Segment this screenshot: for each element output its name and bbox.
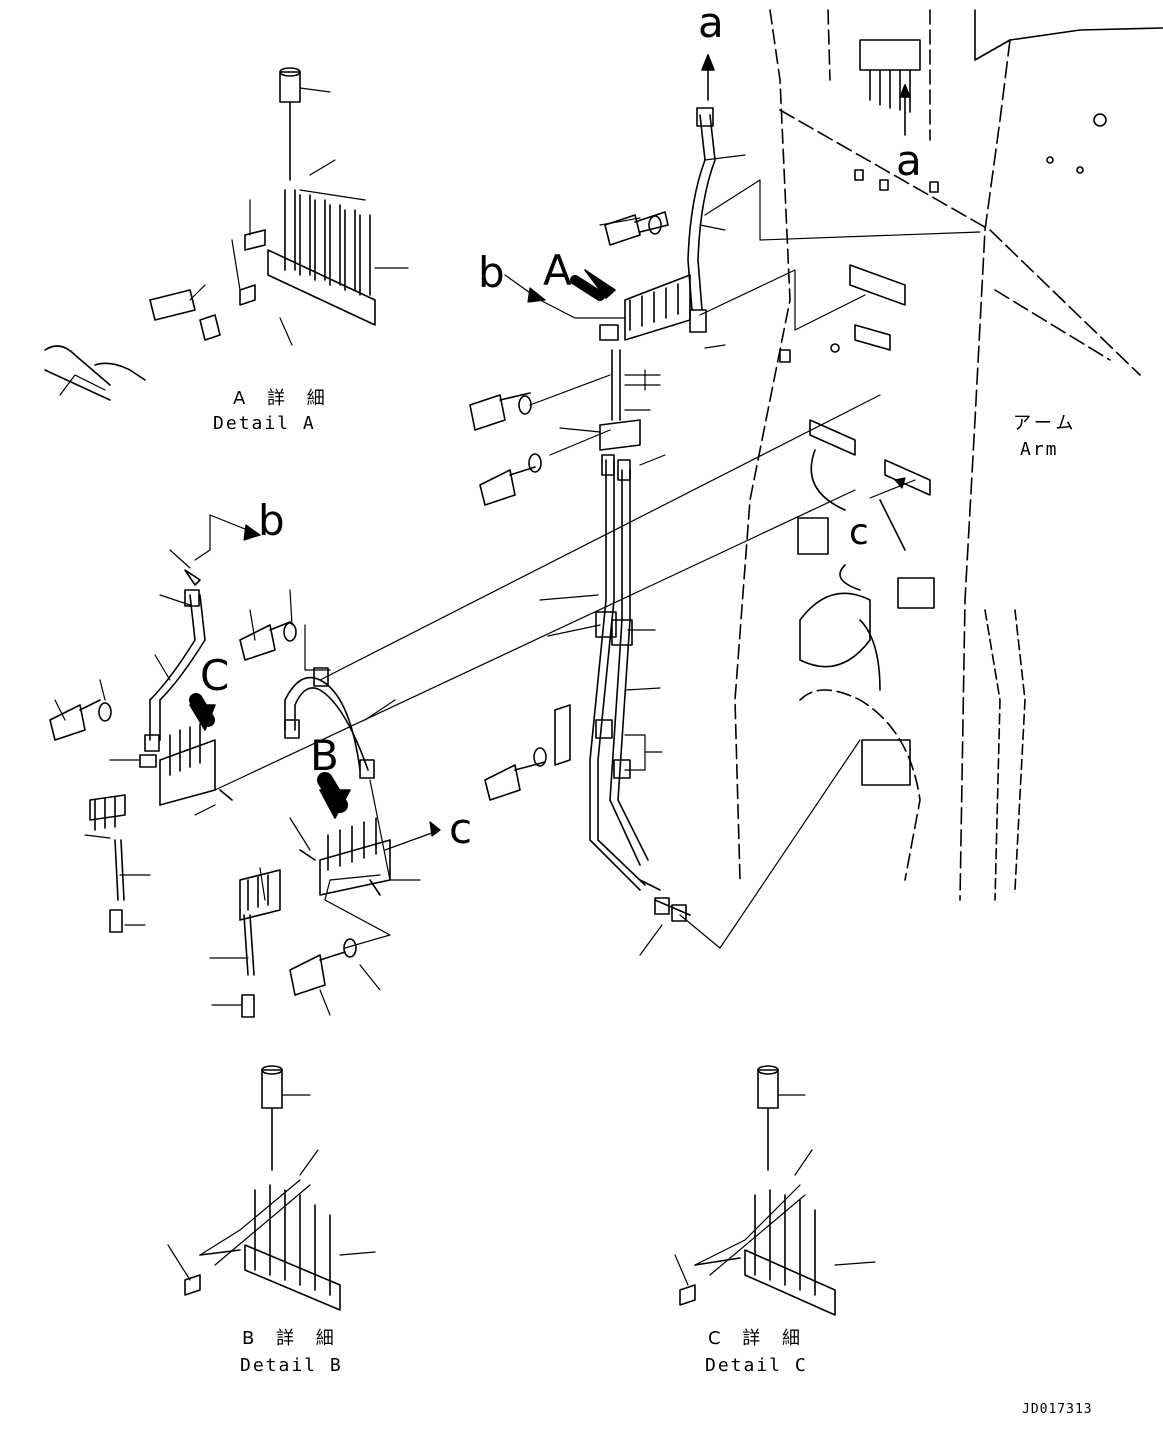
callout-a-right: a [896, 136, 922, 185]
detail-b-title-en: Detail B [240, 1355, 343, 1376]
detail-c-title-jp: C 詳 細 [708, 1328, 809, 1349]
main-hose-a [688, 55, 715, 332]
detail-b-drawing [185, 1066, 340, 1310]
view-arrow-label-c: C [200, 651, 230, 700]
lower-left-parts [240, 870, 356, 1017]
left-hose-c [145, 570, 205, 751]
callout-b-top: b [478, 248, 505, 297]
detail-b-title-jp: B 詳 細 [242, 1328, 342, 1349]
callout-c-arm: c [849, 512, 869, 553]
view-arrow-label-b: B [310, 731, 339, 780]
callout-c-mid: c [449, 804, 473, 853]
arm-outline [735, 10, 1163, 900]
left-distributor-c [140, 700, 232, 805]
leader-lines [55, 88, 980, 1285]
drawing-code: JD017313 [1022, 1402, 1093, 1417]
detail-a-title-jp: A 詳 細 [233, 388, 333, 409]
center-bolts [470, 212, 668, 800]
detail-a-drawing [45, 68, 375, 400]
detail-a-title-en: Detail A [213, 413, 316, 434]
arm-brackets [798, 265, 934, 785]
upper-distributor-small [860, 40, 920, 135]
distributor-a-main [575, 270, 690, 340]
center-tubes [590, 350, 690, 921]
arm-label-en: Arm [1020, 439, 1059, 460]
detail-c-drawing [680, 1066, 835, 1315]
callout-a-top: a [698, 0, 724, 47]
detail-c-title-en: Detail C [705, 1355, 808, 1376]
left-small-parts [50, 622, 296, 932]
mid-distributor-b [300, 780, 390, 895]
arm-label-jp: アーム [1013, 413, 1078, 434]
callout-b-left: b [258, 496, 285, 545]
view-arrow-label-a: A [543, 246, 572, 295]
